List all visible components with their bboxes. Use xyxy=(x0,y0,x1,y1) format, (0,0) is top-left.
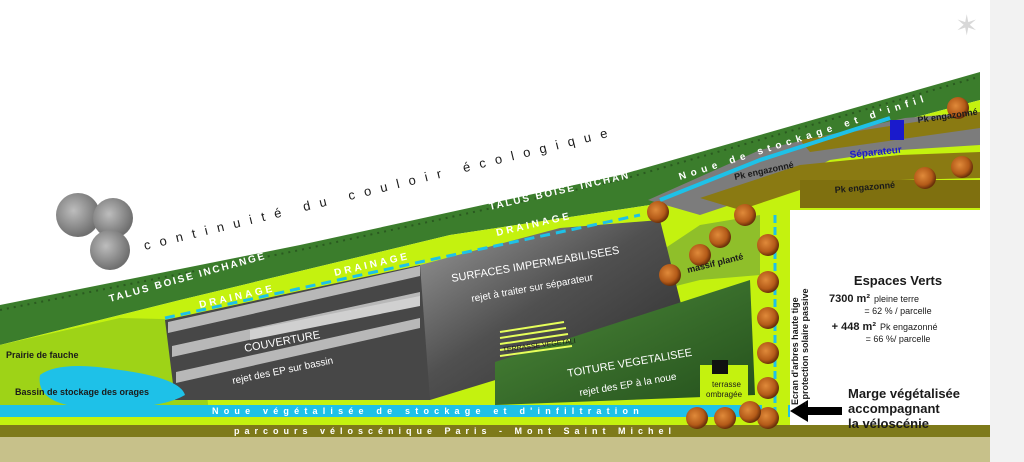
roof-stripes xyxy=(168,266,420,383)
legend-area-1: 7300 m² xyxy=(829,293,870,305)
margin-line-2: accompagnant xyxy=(848,401,940,416)
tree-screen-label-1: Ecran d'arbres haute tige xyxy=(790,297,800,405)
compass-star-icon: ✶ xyxy=(955,10,978,41)
tree xyxy=(686,407,708,429)
bank-texture xyxy=(0,77,976,311)
tree xyxy=(757,407,779,429)
tree xyxy=(709,226,731,248)
shaded-terrace-label-1: terrasse xyxy=(712,380,741,389)
existing-tree-3 xyxy=(90,230,130,270)
legend-unit-1: pleine terre xyxy=(874,294,919,304)
legend-ratio-1: = 62 % / parcelle xyxy=(864,306,931,316)
bottom-swale xyxy=(0,405,790,417)
separator-unit xyxy=(890,120,904,140)
tree xyxy=(734,204,756,226)
separator-label: Séparateur xyxy=(849,145,902,161)
tree xyxy=(757,307,779,329)
margin-arrow-icon xyxy=(790,400,842,422)
cycle-path-label: parcours véloscénique Paris - Mont Saint… xyxy=(234,426,676,436)
legend-unit-2: Pk engazonné xyxy=(880,322,938,332)
terrace-shade-block xyxy=(712,360,728,374)
legend-ratio-2: = 66 %/ parcelle xyxy=(866,334,931,344)
talus-mid-label: TALUS BOISE INCHANGE xyxy=(0,0,631,213)
cycle-path xyxy=(0,425,990,437)
wooded-bank xyxy=(0,72,980,345)
tree xyxy=(659,264,681,286)
tree-group xyxy=(647,97,973,429)
noue-channel xyxy=(659,116,891,202)
tree xyxy=(757,271,779,293)
tree xyxy=(947,97,969,119)
swale-bank xyxy=(0,417,790,425)
page-margin xyxy=(990,0,1024,462)
tree xyxy=(689,244,711,266)
tree xyxy=(739,401,761,423)
existing-tree-2 xyxy=(93,198,133,238)
margin-line-1: Marge végétalisée xyxy=(848,386,960,401)
tree xyxy=(914,167,936,189)
meadow-label: Prairie de fauche xyxy=(6,350,79,360)
impermeable-surface xyxy=(420,220,690,400)
legend-title: Espaces Verts xyxy=(854,273,942,288)
tree xyxy=(757,342,779,364)
storm-basin xyxy=(39,366,186,409)
tree xyxy=(714,407,736,429)
tree xyxy=(647,201,669,223)
bottom-swale-label: Noue végétalisée de stockage et d'infilt… xyxy=(212,406,644,416)
green-space-legend: Espaces Verts 7300 m² pleine terre = 62 … xyxy=(829,273,942,344)
cycle-path-verge xyxy=(0,437,990,462)
tree-screen-label-2: - protection solaire passive xyxy=(800,288,810,405)
tree xyxy=(757,377,779,399)
adjacent-parcel xyxy=(790,210,990,425)
basin-label: Bassin de stockage des orages xyxy=(15,387,149,397)
shaded-terrace-label-2: ombragée xyxy=(706,390,743,399)
tree xyxy=(951,156,973,178)
green-roof xyxy=(495,280,755,405)
tree xyxy=(757,234,779,256)
legend-area-2: + 448 m² xyxy=(832,321,877,333)
margin-callout: Marge végétalisée accompagnant la vélosc… xyxy=(848,386,960,431)
drainage-line xyxy=(164,213,641,320)
parking-strip-right xyxy=(800,180,980,208)
existing-tree-1 xyxy=(56,193,100,237)
margin-line-3: la véloscénie xyxy=(848,416,929,431)
green-terrace-stripes xyxy=(499,321,573,357)
